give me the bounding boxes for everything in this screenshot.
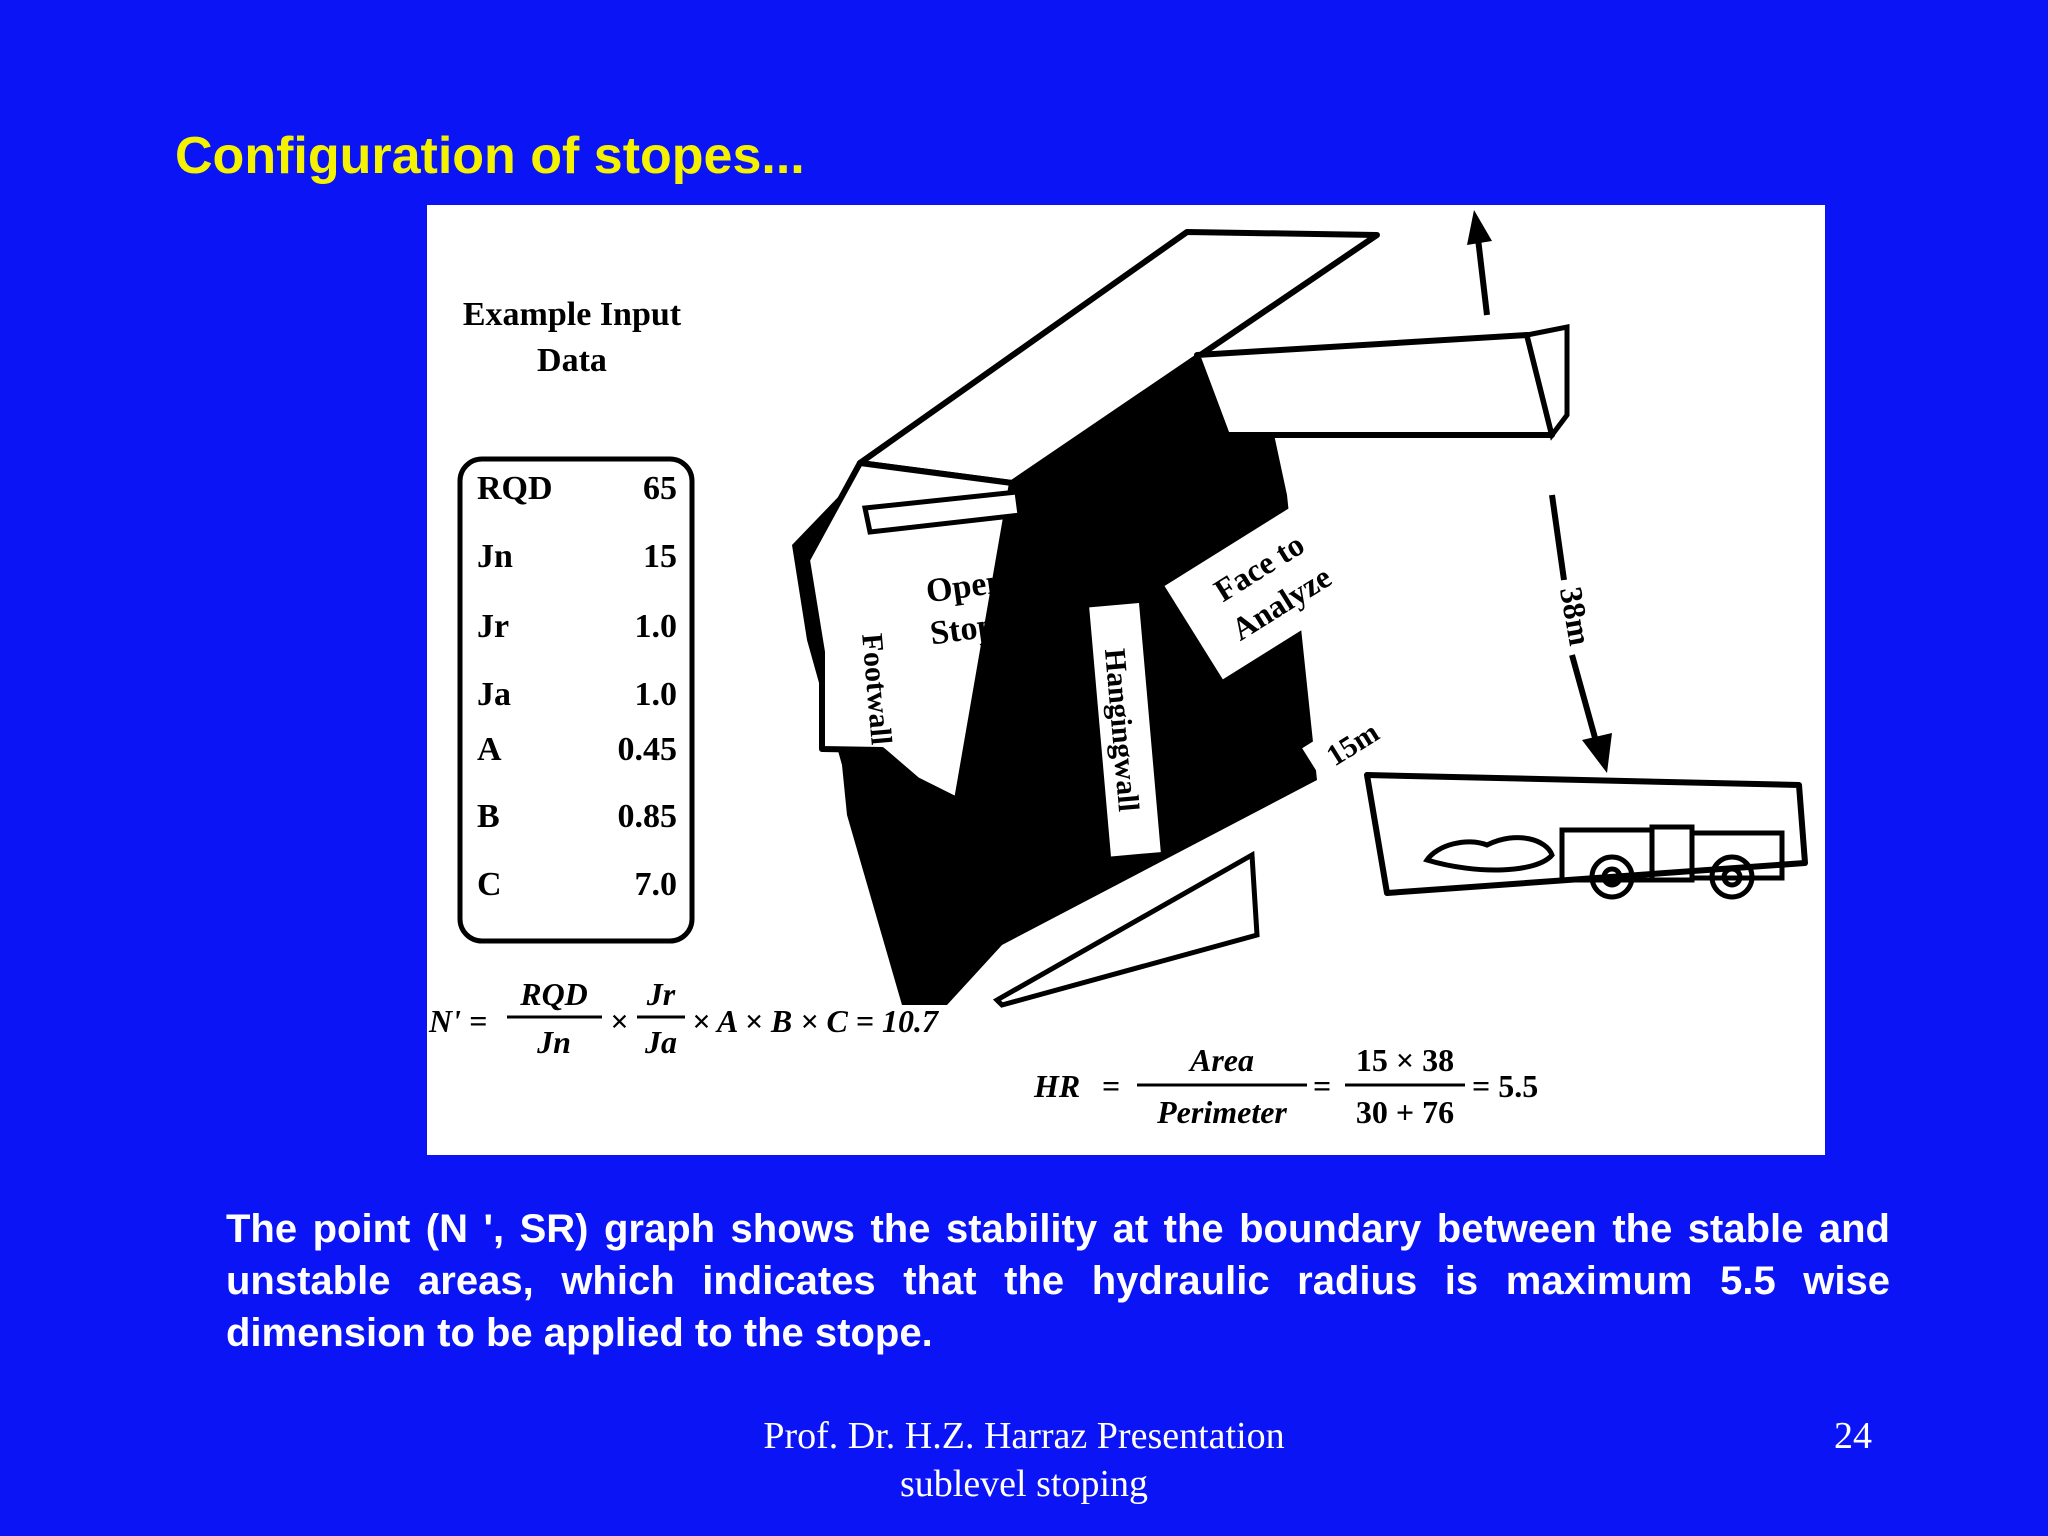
hr-lhs: HR — [1033, 1068, 1080, 1104]
hr-numerator: 15 × 38 — [1356, 1042, 1454, 1078]
page-number: 24 — [1834, 1415, 1872, 1457]
input-param-value: 1.0 — [635, 608, 678, 645]
n-prime-lhs: N' — [428, 1003, 461, 1039]
lower-drift — [992, 850, 1260, 1008]
height-38m-label: 38m — [1553, 584, 1599, 648]
hr-result: = 5.5 — [1472, 1068, 1538, 1104]
input-param-name: Ja — [477, 676, 511, 713]
input-param-value: 1.0 — [635, 676, 678, 713]
n-prime-rest: × A × B × C = 10.7 — [692, 1003, 940, 1039]
footwall-strip — [861, 489, 1023, 535]
input-param-name: A — [477, 731, 502, 768]
slide-caption: The point (N ', SR) graph shows the stab… — [226, 1207, 1890, 1355]
hangingwall-label: Hangingwall — [1089, 603, 1161, 857]
input-param-name: C — [477, 866, 502, 903]
upper-drift-end — [1523, 323, 1570, 441]
input-title-line1: Example Input — [463, 296, 682, 333]
footer-line-2: sublevel stoping — [899, 1463, 1149, 1505]
n-prime-equals: = — [469, 1003, 487, 1039]
open-stope-face — [804, 460, 1015, 803]
n-prime-jr: Jr — [646, 976, 676, 1012]
input-param-name: Jn — [477, 538, 513, 575]
n-prime-times: × — [610, 1003, 628, 1039]
hr-area: Area — [1188, 1042, 1254, 1078]
input-param-value: 15 — [643, 538, 677, 575]
hr-equals: = — [1102, 1068, 1120, 1104]
input-param-name: Jr — [477, 608, 509, 645]
input-param-name: RQD — [477, 470, 553, 507]
n-prime-ja: Ja — [644, 1024, 677, 1060]
input-title-line2: Data — [537, 342, 607, 379]
input-data-box — [457, 456, 695, 944]
input-param-value: 7.0 — [635, 866, 678, 903]
base-drift — [1364, 772, 1808, 896]
upper-drift — [1194, 332, 1555, 438]
n-prime-rqd: RQD — [519, 976, 588, 1012]
input-param-value: 65 — [643, 470, 677, 507]
hr-equals-2: = — [1313, 1068, 1331, 1104]
hr-perimeter: Perimeter — [1156, 1094, 1287, 1130]
loader-vehicle — [1423, 824, 1785, 900]
input-param-name: B — [477, 798, 500, 835]
n-prime-jn: Jn — [536, 1024, 571, 1060]
input-param-value: 0.45 — [618, 731, 678, 768]
hr-denominator: 30 + 76 — [1356, 1094, 1454, 1130]
height-dimension-arrow — [1467, 210, 1612, 773]
input-param-value: 0.85 — [618, 798, 678, 835]
footer-line-1: Prof. Dr. H.Z. Harraz Presentation — [763, 1415, 1285, 1457]
n-prime-formula: N' = RQD Jn × Jr Ja × A × B × C = 10.7 — [428, 976, 940, 1060]
hydraulic-radius-formula: HR = Area Perimeter = 15 × 38 30 + 76 = … — [1033, 1042, 1538, 1130]
footer-author: Prof. Dr. H.Z. Harraz Presentation suble… — [0, 1412, 2048, 1508]
slide-title: Configuration of stopes... — [175, 127, 805, 185]
